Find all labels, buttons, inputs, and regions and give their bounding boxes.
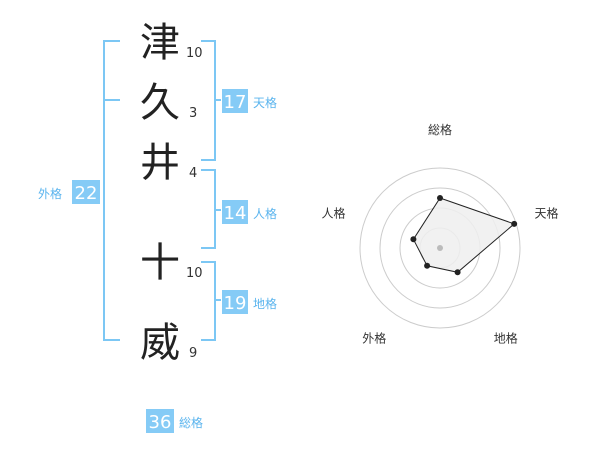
chikaku-score-value: 19 [224, 293, 247, 314]
surname-char-1-strokes: 10 [186, 46, 203, 61]
gaikaku-score: 外格 22 [38, 180, 100, 204]
gaikaku-score-value: 22 [75, 183, 98, 204]
chikaku-score-label: 地格 [253, 296, 277, 311]
chikaku-score-box [222, 290, 248, 314]
radar-axis-label-3: 地格 [494, 331, 518, 346]
chikaku-score: 19 地格 [222, 290, 277, 314]
surname-char-3-strokes: 4 [189, 166, 197, 181]
soukaku-score-label: 総格 [179, 415, 203, 430]
jinkaku-score-value: 14 [224, 203, 247, 224]
surname-char-3: 井 [140, 140, 180, 186]
tenkaku-score: 17 天格 [222, 89, 277, 113]
brackets [103, 40, 221, 341]
radar-polygon [412, 197, 516, 273]
radar-point-3 [454, 269, 461, 276]
radar-point-1 [437, 195, 443, 201]
radar-axis-label-1: 総格 [428, 122, 452, 137]
surname-char-1: 津 [140, 20, 180, 66]
radar-point-5 [410, 236, 417, 243]
radar-center-point [437, 245, 443, 251]
jinkaku-score-label: 人格 [253, 206, 277, 221]
jinkaku-score-box [222, 200, 248, 224]
radar-ring-3 [379, 187, 501, 309]
jinkaku-score: 14 人格 [222, 200, 277, 224]
tenkaku-bracket [201, 40, 221, 161]
chikaku-bracket [201, 261, 221, 341]
tenkaku-score-value: 17 [224, 92, 247, 113]
tenkaku-score-label: 天格 [253, 95, 277, 110]
surname-char-2: 久 [140, 80, 180, 126]
soukaku-score-value: 36 [149, 412, 172, 433]
name-characters: 津 10 久 3 井 4 十 10 威 9 [140, 20, 203, 366]
radar-points [410, 195, 518, 276]
radar-axis-label-5: 人格 [321, 205, 345, 220]
given-char-1-strokes: 10 [186, 266, 203, 281]
tenkaku-score-box [222, 89, 248, 113]
given-char-1: 十 [140, 240, 180, 286]
radar-axis-label-2: 天格 [534, 205, 558, 220]
soukaku-score: 36 総格 [146, 409, 203, 433]
radar-ring-4 [359, 167, 521, 329]
given-char-2-strokes: 9 [189, 346, 197, 361]
surname-char-2-strokes: 3 [189, 106, 197, 121]
gaikaku-score-label: 外格 [38, 186, 62, 201]
radar-point-4 [424, 262, 431, 269]
soukaku-score-box [146, 409, 174, 433]
radar-point-2 [511, 220, 518, 227]
given-char-2: 威 [140, 320, 180, 366]
jinkaku-bracket [201, 169, 221, 249]
gaikaku-score-box [72, 180, 100, 204]
gaikaku-bracket [103, 40, 120, 341]
radar-axis-label-4: 外格 [362, 331, 386, 346]
radar-polygon-layer [412, 197, 516, 273]
